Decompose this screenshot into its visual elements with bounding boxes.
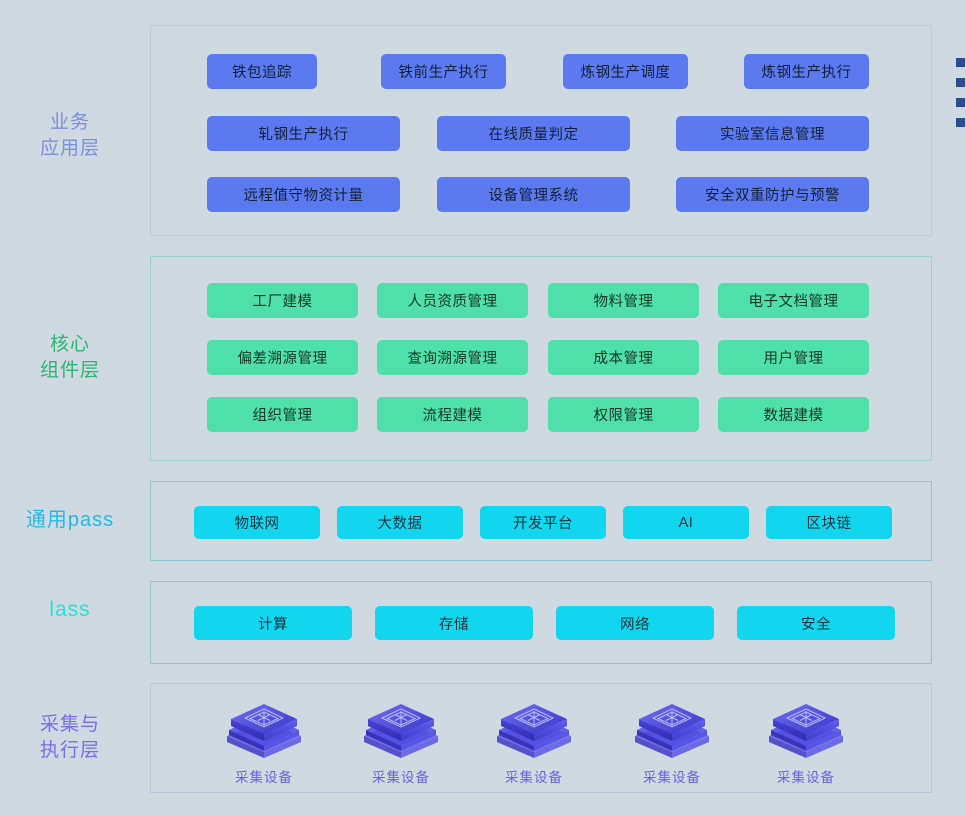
- edge-marker-0: [956, 58, 965, 67]
- node-business-0[interactable]: 铁包追踪: [207, 54, 317, 89]
- node-iaas-1[interactable]: 存储: [375, 606, 533, 640]
- node-business-3[interactable]: 炼钢生产执行: [744, 54, 869, 89]
- node-core-11[interactable]: 数据建模: [718, 397, 869, 432]
- node-paas-4[interactable]: 区块链: [766, 506, 892, 539]
- node-iaas-0[interactable]: 计算: [194, 606, 352, 640]
- layer-panel-iaas: [150, 581, 932, 664]
- node-business-6[interactable]: 实验室信息管理: [676, 116, 869, 151]
- edge-marker-3: [956, 118, 965, 127]
- node-core-4[interactable]: 偏差溯源管理: [207, 340, 358, 375]
- layer-label-iaas: lass: [49, 598, 91, 621]
- node-paas-2[interactable]: 开发平台: [480, 506, 606, 539]
- device-node-1[interactable]: 采集设备: [341, 700, 461, 786]
- device-node-0[interactable]: 采集设备: [204, 700, 324, 786]
- device-node-2[interactable]: 采集设备: [474, 700, 594, 786]
- edge-marker-2: [956, 98, 965, 107]
- node-core-2[interactable]: 物料管理: [548, 283, 699, 318]
- node-paas-3[interactable]: AI: [623, 506, 749, 539]
- device-label: 采集设备: [505, 770, 563, 785]
- device-cube-icon: [362, 700, 440, 762]
- node-business-5[interactable]: 在线质量判定: [437, 116, 630, 151]
- device-label: 采集设备: [235, 770, 293, 785]
- device-label: 采集设备: [643, 770, 701, 785]
- layer-panel-paas: [150, 481, 932, 561]
- device-cube-icon: [767, 700, 845, 762]
- node-business-2[interactable]: 炼钢生产调度: [563, 54, 688, 89]
- layer-label-acquisition: 采集与 执行层: [39, 714, 100, 761]
- layer-label-core: 核心 组件层: [39, 334, 100, 381]
- device-node-3[interactable]: 采集设备: [612, 700, 732, 786]
- device-node-4[interactable]: 采集设备: [746, 700, 866, 786]
- node-business-7[interactable]: 远程值守物资计量: [207, 177, 400, 212]
- node-core-10[interactable]: 权限管理: [548, 397, 699, 432]
- node-core-1[interactable]: 人员资质管理: [377, 283, 528, 318]
- node-paas-0[interactable]: 物联网: [194, 506, 320, 539]
- node-core-7[interactable]: 用户管理: [718, 340, 869, 375]
- edge-marker-1: [956, 78, 965, 87]
- node-core-6[interactable]: 成本管理: [548, 340, 699, 375]
- device-cube-icon: [495, 700, 573, 762]
- device-cube-icon: [225, 700, 303, 762]
- node-paas-1[interactable]: 大数据: [337, 506, 463, 539]
- node-core-3[interactable]: 电子文档管理: [718, 283, 869, 318]
- node-business-1[interactable]: 铁前生产执行: [381, 54, 506, 89]
- device-label: 采集设备: [777, 770, 835, 785]
- layer-panel-core: [150, 256, 932, 461]
- layer-label-business: 业务 应用层: [39, 112, 100, 159]
- node-core-0[interactable]: 工厂建模: [207, 283, 358, 318]
- node-business-9[interactable]: 安全双重防护与预警: [676, 177, 869, 212]
- node-core-8[interactable]: 组织管理: [207, 397, 358, 432]
- device-label: 采集设备: [372, 770, 430, 785]
- layer-panel-business: [150, 25, 932, 236]
- layer-label-paas: 通用pass: [25, 509, 115, 531]
- node-business-8[interactable]: 设备管理系统: [437, 177, 630, 212]
- node-core-9[interactable]: 流程建模: [377, 397, 528, 432]
- layer-panel-acquisition: [150, 683, 932, 793]
- device-cube-icon: [633, 700, 711, 762]
- node-iaas-2[interactable]: 网络: [556, 606, 714, 640]
- node-iaas-3[interactable]: 安全: [737, 606, 895, 640]
- node-core-5[interactable]: 查询溯源管理: [377, 340, 528, 375]
- edge-marker-column: [956, 58, 966, 138]
- node-business-4[interactable]: 轧钢生产执行: [207, 116, 400, 151]
